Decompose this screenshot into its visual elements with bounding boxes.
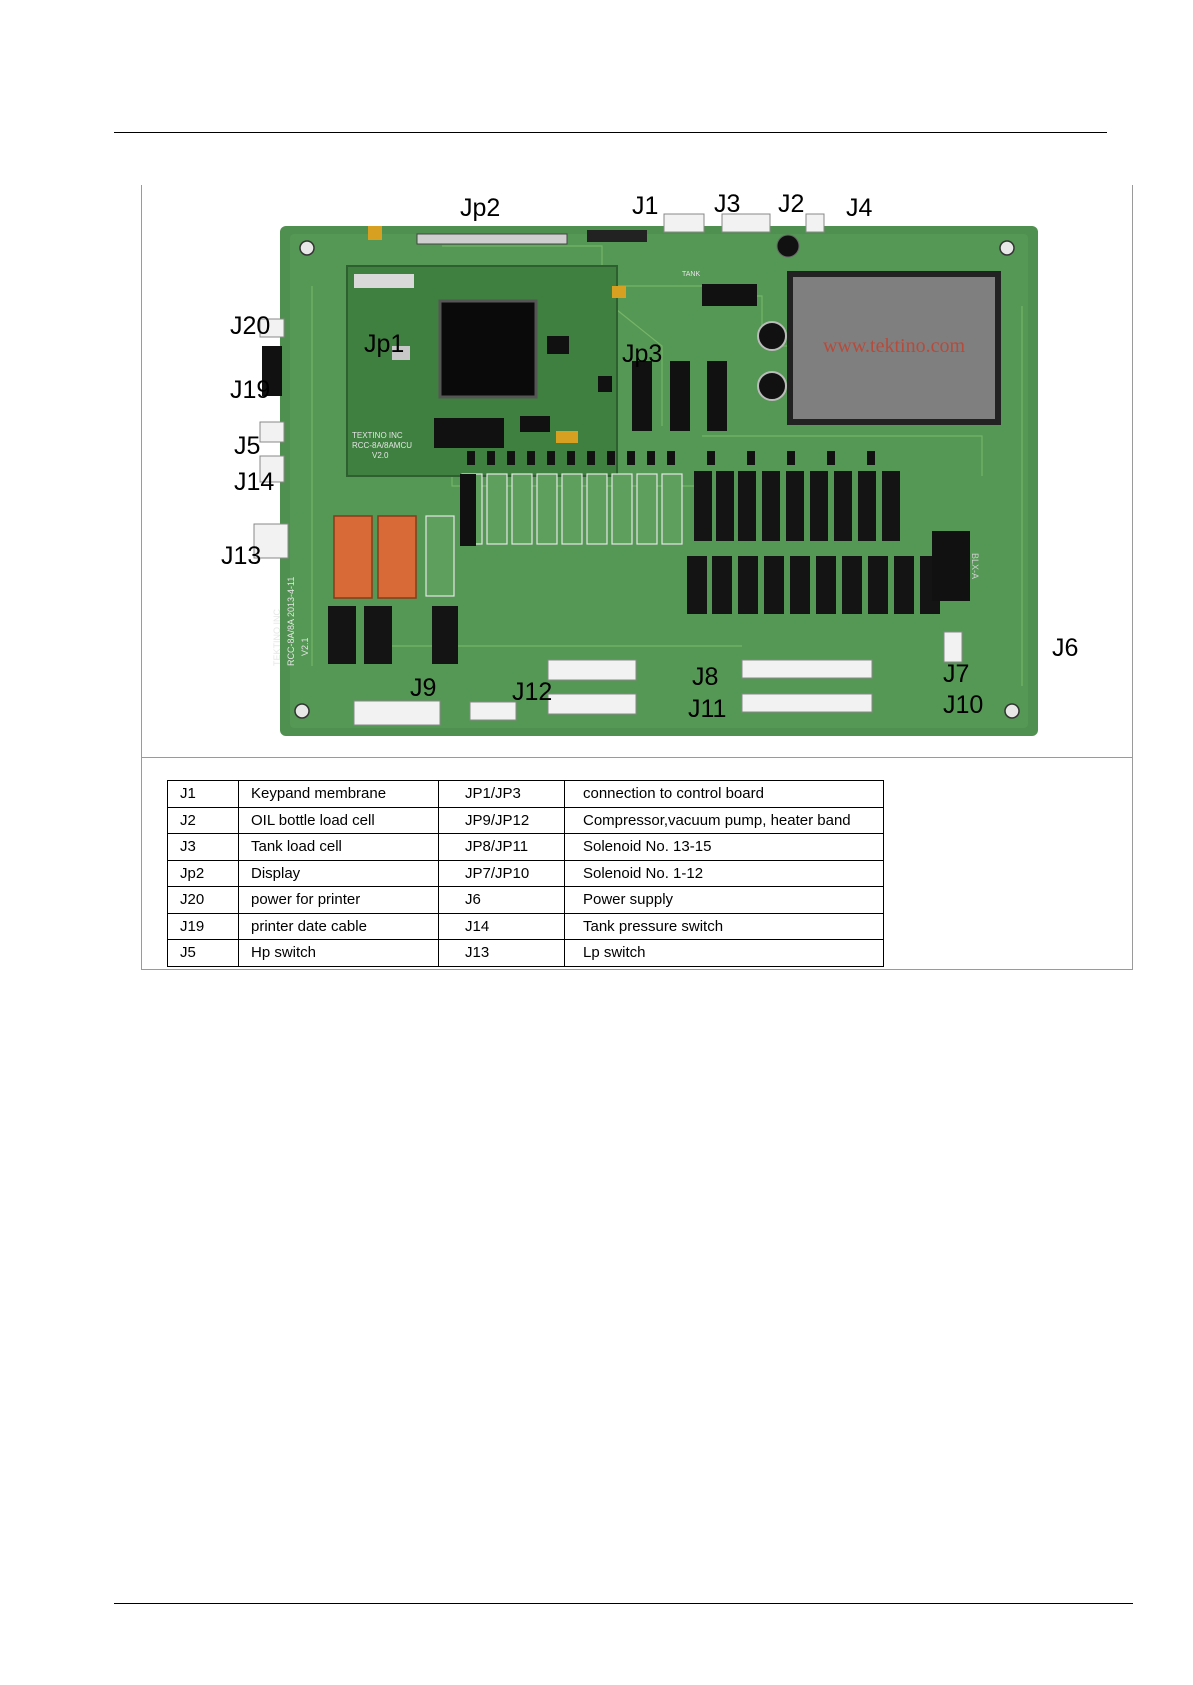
circuit-board-photo: TEXTINO INC RCC-8A/8AMCU V2.0 TANK www.t… [142, 186, 1132, 756]
svg-text:V2.0: V2.0 [372, 451, 389, 460]
connector-function: Solenoid No. 13-15 [564, 833, 884, 861]
label-j19: J19 [230, 376, 270, 404]
label-j8: J8 [692, 663, 718, 691]
connector-id: Jp2 [167, 859, 239, 887]
mcu-chip [438, 299, 538, 399]
connector-function: Power supply [564, 886, 884, 914]
label-j6: J6 [1052, 634, 1078, 662]
connector-function: Solenoid No. 1-12 [564, 859, 884, 887]
label-j4: J4 [846, 194, 873, 222]
svg-text:www.tektino.com: www.tektino.com [823, 335, 965, 357]
connector-id: J6 [438, 886, 565, 914]
connector-id: J14 [438, 912, 565, 940]
label-j1: J1 [632, 192, 658, 220]
connector-id: JP8/JP11 [438, 833, 565, 861]
connector-id: J20 [167, 886, 239, 914]
connector-function: Tank pressure switch [564, 912, 884, 940]
figure-divider [141, 757, 1133, 758]
connector-id: J2 [167, 806, 239, 834]
label-j5: J5 [234, 432, 260, 460]
connector-function: Compressor,vacuum pump, heater band [564, 806, 884, 834]
label-j10: J10 [943, 691, 983, 719]
connector-function: power for printer [238, 886, 439, 914]
connector-function: Hp switch [238, 939, 439, 967]
footer-rule [114, 1603, 1133, 1604]
transformer-box [787, 271, 1001, 425]
svg-text:TANK: TANK [682, 271, 700, 278]
connector-function: Tank load cell [238, 833, 439, 861]
connector-id: JP7/JP10 [438, 859, 565, 887]
connector-function: Lp switch [564, 939, 884, 967]
svg-text:TEKTINO INC: TEKTINO INC [272, 608, 282, 666]
label-j7: J7 [943, 660, 969, 688]
connector-function: connection to control board [564, 780, 884, 808]
svg-text:TEXTINO INC: TEXTINO INC [352, 431, 403, 440]
label-j11: J11 [688, 695, 726, 723]
label-jp1: Jp1 [364, 330, 404, 358]
svg-text:V2.1: V2.1 [300, 637, 310, 656]
svg-text:BLX-A: BLX-A [970, 553, 980, 579]
label-j2: J2 [778, 190, 804, 218]
connector-id: JP9/JP12 [438, 806, 565, 834]
label-j13: J13 [221, 542, 261, 570]
connector-id: J19 [167, 912, 239, 940]
connector-function: OIL bottle load cell [238, 806, 439, 834]
svg-text:RCC-8A/8A 2013-4-11: RCC-8A/8A 2013-4-11 [286, 577, 296, 666]
connector-function: printer date cable [238, 912, 439, 940]
label-jp2: Jp2 [460, 194, 500, 222]
connector-function: Display [238, 859, 439, 887]
label-j20: J20 [230, 312, 270, 340]
connector-id: J1 [167, 780, 239, 808]
label-j14: J14 [234, 468, 274, 496]
figure-frame [141, 185, 1133, 970]
label-jp3: Jp3 [622, 340, 662, 368]
connector-function: Keypand membrane [238, 780, 439, 808]
connector-id: J13 [438, 939, 565, 967]
connector-id: J3 [167, 833, 239, 861]
connector-id: JP1/JP3 [438, 780, 565, 808]
label-j9: J9 [410, 674, 436, 702]
connector-id: J5 [167, 939, 239, 967]
label-j3: J3 [714, 190, 740, 218]
fuse-holder [932, 531, 970, 601]
svg-text:RCC-8A/8AMCU: RCC-8A/8AMCU [352, 441, 412, 450]
label-j12: J12 [512, 678, 552, 706]
header-rule [114, 132, 1107, 133]
